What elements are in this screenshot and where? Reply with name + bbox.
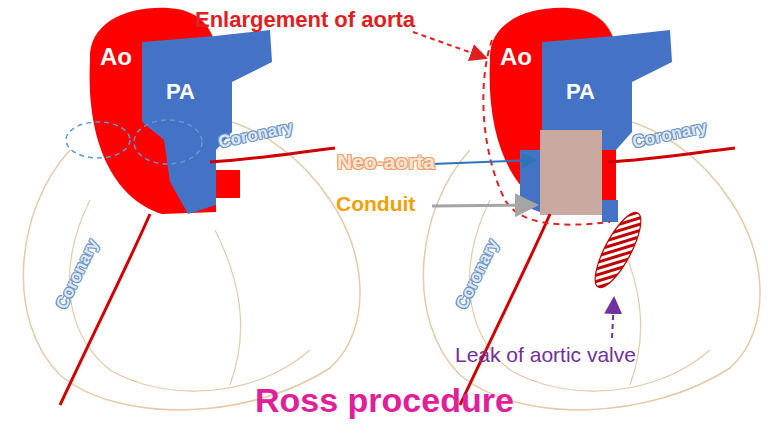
heart-left xyxy=(23,8,360,410)
part-name: Coronary xyxy=(453,236,503,312)
part-name: Ao xyxy=(100,44,132,70)
heart-right xyxy=(413,8,760,410)
part-name: Coronary xyxy=(53,236,103,312)
part-name: Ao xyxy=(500,44,532,70)
callout-label: Leak of aortic valve xyxy=(455,343,636,366)
part-name: Coronary xyxy=(631,118,709,152)
part-name: PA xyxy=(566,80,595,104)
part-name: PA xyxy=(166,80,195,104)
callout-label: Enlargement of aorta xyxy=(195,8,415,32)
diagram-title: Ross procedure xyxy=(255,382,514,419)
callout-label: Neo-aorta xyxy=(337,150,435,173)
callout-label: Conduit xyxy=(336,192,415,215)
